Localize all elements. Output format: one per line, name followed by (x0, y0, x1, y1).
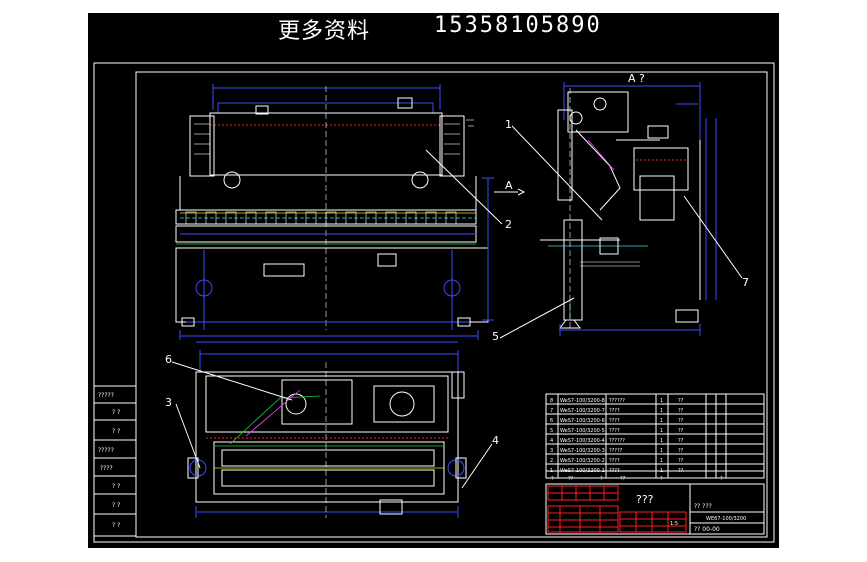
title-block-drawing-code: WE67-100/3200 (706, 516, 746, 522)
bom-table (545, 393, 765, 479)
bom-cell-code: WeS7-100/3200-7 (560, 408, 605, 414)
header-phone: 15358105890 (434, 13, 602, 38)
bom-header-cell: ?? (568, 476, 574, 482)
bom-cell-qty: 1 (660, 428, 663, 434)
bom-cell-name: ???? (609, 428, 620, 434)
callout-2: 2 (505, 218, 512, 231)
title-block-name: ??? (636, 493, 654, 506)
side-table-cell: ? ? (112, 483, 120, 490)
bom-cell-qty: 1 (660, 418, 663, 424)
bom-cell-name: ???? (609, 408, 620, 414)
bom-cell-name: ????? (609, 448, 623, 454)
bom-cell-code: WeS7-100/3200-2 (560, 458, 605, 464)
callout-5: 5 (492, 330, 499, 343)
bom-cell-name: ?????? (609, 398, 625, 404)
bom-cell-code: WeS7-100/3200-6 (560, 418, 605, 424)
callout-7: 7 (742, 276, 749, 289)
side-table-cell: ????? (98, 447, 114, 454)
side-table (93, 385, 137, 537)
side-table-cell: ? ? (112, 428, 120, 435)
bom-cell-code: WeS7-100/3200-1 (560, 468, 605, 474)
bom-cell-qty: 1 (660, 458, 663, 464)
bom-header-cell: ? (720, 476, 723, 482)
bom-cell-qty: 1 (660, 438, 663, 444)
title-block (545, 483, 765, 535)
bom-cell-note: ?? (678, 428, 684, 434)
bom-cell-no: 2 (550, 458, 553, 464)
bom-cell-note: ?? (678, 468, 684, 474)
header-title: 更多资料 (278, 19, 371, 44)
bom-cell-qty: 1 (660, 468, 663, 474)
bom-header-cell: ? (600, 476, 603, 482)
title-block-drawing-no: ?? 00-00 (694, 526, 720, 533)
callout-4: 4 (492, 434, 499, 447)
bom-cell-note: ?? (678, 418, 684, 424)
bom-cell-no: 3 (550, 448, 553, 454)
bom-cell-name: ???? (609, 418, 620, 424)
bom-cell-qty: 1 (660, 398, 663, 404)
arrow-a-label: A (505, 179, 513, 192)
bom-cell-name: ???? (609, 468, 620, 474)
bom-cell-note: ?? (678, 448, 684, 454)
bom-cell-qty: 1 (660, 408, 663, 414)
top-view (187, 350, 467, 518)
outer-frame (93, 62, 775, 543)
front-view (175, 84, 494, 343)
side-table-cell: ???? (100, 465, 113, 472)
inner-frame (135, 71, 768, 538)
bom-header-cell: ? (551, 476, 554, 482)
bom-cell-code: WeS7-100/3200-3 (560, 448, 605, 454)
arrow-a (494, 188, 526, 196)
bom-cell-note: ?? (678, 408, 684, 414)
section-a-label: A ? (628, 72, 645, 85)
side-view (540, 82, 717, 336)
title-block-field-label: ?? ??? (694, 503, 712, 510)
leader-lines (171, 125, 743, 489)
bom-cell-no: 7 (550, 408, 553, 414)
callout-1: 1 (505, 118, 512, 131)
title-block-scale: 1:5 (670, 521, 678, 527)
side-table-cell: ????? (98, 392, 114, 399)
bom-cell-no: 4 (550, 438, 553, 444)
bom-cell-name: ?????? (609, 438, 625, 444)
bom-cell-no: 1 (550, 468, 553, 474)
bom-cell-note: ?? (678, 438, 684, 444)
bom-header-cell: ? (660, 476, 663, 482)
bom-cell-qty: 1 (660, 448, 663, 454)
bom-cell-code: WeS7-100/3200-8 (560, 398, 605, 404)
bom-cell-code: WeS7-100/3200-5 (560, 428, 605, 434)
bom-cell-no: 5 (550, 428, 553, 434)
callout-6: 6 (165, 353, 172, 366)
side-table-cell: ? ? (112, 502, 120, 509)
bom-cell-no: 8 (550, 398, 553, 404)
bom-header-cell: ?? (620, 476, 626, 482)
bom-cell-name: ???? (609, 458, 620, 464)
side-table-cell: ? ? (112, 409, 120, 416)
bom-cell-note: ?? (678, 458, 684, 464)
callout-3: 3 (165, 396, 172, 409)
bom-cell-no: 6 (550, 418, 553, 424)
bom-cell-code: WeS7-100/3200-4 (560, 438, 605, 444)
side-table-cell: ? ? (112, 522, 120, 529)
bom-cell-note: ?? (678, 398, 684, 404)
